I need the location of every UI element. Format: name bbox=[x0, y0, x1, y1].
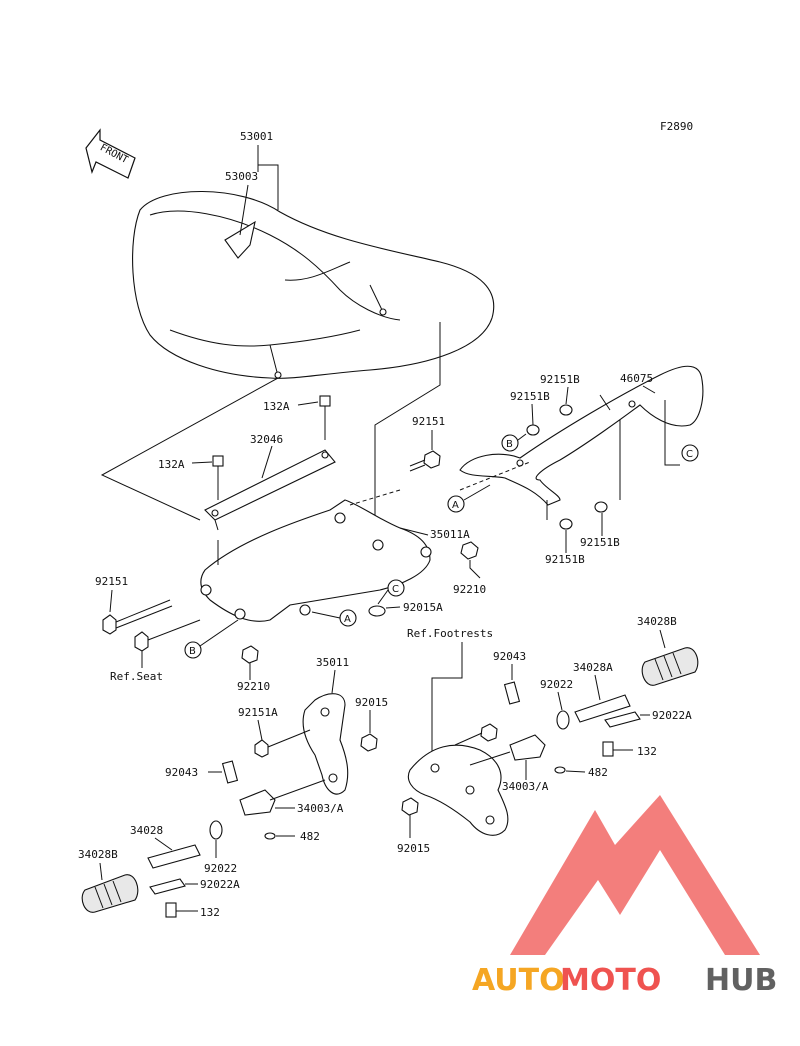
pin-92043-right bbox=[503, 681, 521, 705]
footpeg-34028a bbox=[574, 694, 631, 723]
pin-92043-left bbox=[221, 760, 239, 784]
bolt-ref-seat bbox=[134, 619, 201, 652]
bolt-92151b-1 bbox=[559, 404, 573, 416]
callout-34028: 34028 bbox=[130, 824, 163, 837]
logo-text-hub: HUB bbox=[705, 963, 777, 998]
seat-drawing bbox=[132, 191, 495, 379]
callout-132a-top: 132A bbox=[263, 400, 290, 413]
nut-92015-right bbox=[401, 797, 419, 816]
rubber-34028b-right bbox=[641, 647, 699, 686]
rubber-34028b-left bbox=[81, 874, 139, 913]
nut-92210-left bbox=[241, 645, 259, 664]
callout-92151a: 92151A bbox=[238, 706, 278, 719]
callout-132-right: 132 bbox=[637, 745, 657, 758]
bolt-92151a bbox=[254, 729, 311, 758]
plate-92022a-right bbox=[604, 711, 641, 728]
callout-92043-left: 92043 bbox=[165, 766, 198, 779]
callout-92210-left: 92210 bbox=[237, 680, 270, 693]
callout-92043-right: 92043 bbox=[493, 650, 526, 663]
nut-92015-left bbox=[360, 733, 378, 752]
callout-35011: 35011 bbox=[316, 656, 349, 669]
footpeg-34028 bbox=[147, 844, 201, 869]
clevis-34003a-left bbox=[239, 779, 326, 816]
callout-482-right: 482 bbox=[588, 766, 608, 779]
callout-132a-left: 132A bbox=[158, 458, 185, 471]
callout-92022-left: 92022 bbox=[204, 862, 237, 875]
callout-482-left: 482 bbox=[300, 830, 320, 843]
plate-92022a-left bbox=[149, 878, 186, 895]
callout-92015-right: 92015 bbox=[397, 842, 430, 855]
svg-text:A: A bbox=[344, 614, 351, 625]
callout-92015-left: 92015 bbox=[355, 696, 388, 709]
frame-35011a bbox=[200, 499, 432, 622]
callout-132-left: 132 bbox=[200, 906, 220, 919]
clip-482-right bbox=[554, 766, 566, 774]
bolt-132a-top bbox=[319, 395, 331, 440]
automotohub-logo: AUTO MOTO HUB bbox=[472, 795, 777, 998]
circle-a-right: A bbox=[447, 495, 465, 513]
nut-92015a bbox=[368, 605, 386, 617]
figure-code: F2890 bbox=[660, 120, 693, 133]
logo-text-moto: MOTO bbox=[560, 963, 661, 998]
bolt-132-left bbox=[165, 902, 177, 918]
ref-seat-label: Ref.Seat bbox=[110, 670, 163, 683]
callout-92151b-2: 92151B bbox=[510, 390, 550, 403]
callout-92210-right: 92210 bbox=[453, 583, 486, 596]
callout-92015a: 92015A bbox=[403, 601, 443, 614]
washer-92022-left bbox=[209, 820, 223, 840]
clevis-34003a-right bbox=[469, 734, 546, 766]
callout-92151b-1: 92151B bbox=[540, 373, 580, 386]
logo-text-auto: AUTO bbox=[472, 963, 565, 998]
callout-34028b-left: 34028B bbox=[78, 848, 118, 861]
callout-32046: 32046 bbox=[250, 433, 283, 446]
callout-92022-right: 92022 bbox=[540, 678, 573, 691]
washer-92022-right bbox=[556, 710, 570, 730]
callout-35011a: 35011A bbox=[430, 528, 470, 541]
callout-92022a-right: 92022A bbox=[652, 709, 692, 722]
svg-text:A: A bbox=[452, 500, 459, 511]
grab-rail-46075 bbox=[459, 365, 704, 506]
bolt-132a-left bbox=[212, 455, 224, 500]
svg-text:B: B bbox=[506, 439, 513, 450]
callout-34028b-right: 34028B bbox=[637, 615, 677, 628]
bolt-right-bracket bbox=[454, 723, 498, 746]
callout-46075: 46075 bbox=[620, 372, 653, 385]
svg-text:C: C bbox=[686, 449, 693, 460]
svg-text:B: B bbox=[189, 646, 196, 657]
callout-92151b-3: 92151B bbox=[580, 536, 620, 549]
callout-53003: 53003 bbox=[225, 170, 258, 183]
callout-34003a-right: 34003/A bbox=[502, 780, 549, 793]
nut-92210-right bbox=[460, 541, 479, 560]
bracket-32046 bbox=[204, 449, 336, 531]
ref-footrests-label: Ref.Footrests bbox=[407, 627, 493, 640]
bolt-92151b-2 bbox=[526, 424, 540, 436]
svg-text:C: C bbox=[392, 584, 399, 595]
circle-b-left: B bbox=[184, 641, 202, 659]
footrest-bracket-right bbox=[407, 744, 509, 836]
clip-482-left bbox=[264, 832, 276, 840]
circle-b-right: B bbox=[501, 434, 519, 452]
callout-92151b-4: 92151B bbox=[545, 553, 585, 566]
callout-92022a-left: 92022A bbox=[200, 878, 240, 891]
bolt-92151b-4 bbox=[559, 518, 573, 530]
circle-c-left: C bbox=[387, 579, 405, 597]
callout-34003a-left: 34003/A bbox=[297, 802, 344, 815]
callout-34028a: 34028A bbox=[573, 661, 613, 674]
bolt-92151b-3 bbox=[594, 501, 608, 513]
circle-c-right: C bbox=[681, 444, 699, 462]
callout-92151-mid: 92151 bbox=[412, 415, 445, 428]
bolt-92151-left bbox=[102, 599, 173, 635]
front-arrow-icon: FRONT bbox=[85, 128, 136, 179]
footrest-bracket-35011 bbox=[302, 693, 349, 795]
bolt-132-right bbox=[602, 741, 614, 757]
callout-53001: 53001 bbox=[240, 130, 273, 143]
circle-a-left: A bbox=[339, 609, 357, 627]
bolt-92151-mid bbox=[409, 450, 441, 472]
callout-92151-left: 92151 bbox=[95, 575, 128, 588]
